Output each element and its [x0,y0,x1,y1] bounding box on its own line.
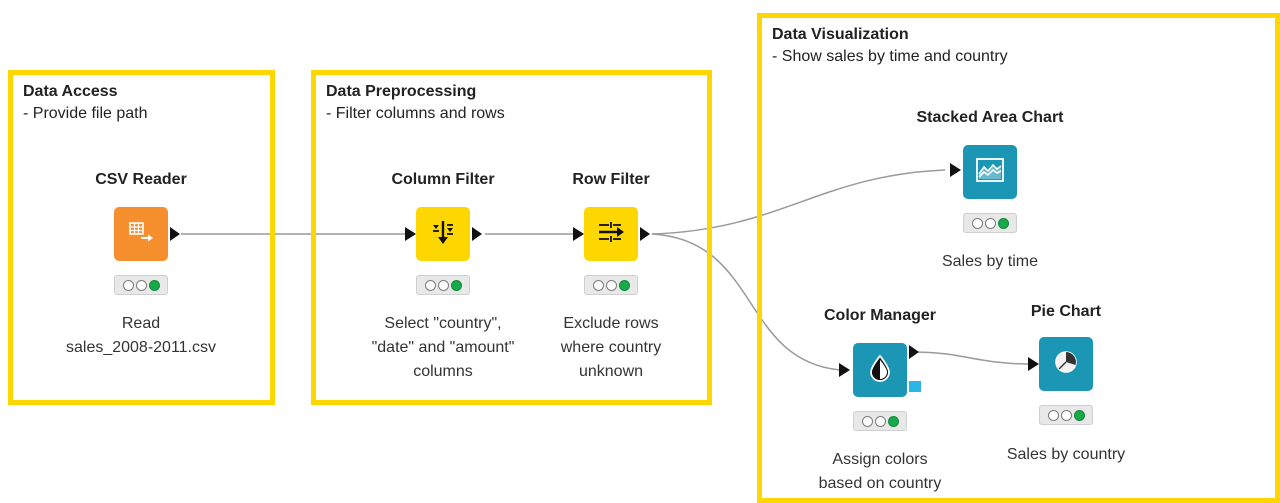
node-description: Sales by time [890,250,1090,274]
output-port[interactable] [909,345,919,359]
pie-chart-icon [1053,349,1079,380]
status-dot-yellow [135,279,147,291]
node-icon-box[interactable] [114,207,168,261]
input-port-row-filter [573,227,584,241]
status-dot-red [424,279,436,291]
node-icon-box[interactable] [416,207,470,261]
status-dot-yellow [984,217,996,229]
table-arrow-icon [128,220,154,249]
desc-line: columns [413,363,473,380]
output-port[interactable] [640,227,650,241]
node-status-traffic-light [584,275,638,295]
status-dot-red [861,415,873,427]
node-description: Assign colors based on country [780,448,980,496]
node-icon-box[interactable] [1039,337,1093,391]
annotation-subtitle: - Show sales by time and country [772,48,1008,65]
status-dot-green [450,279,462,291]
desc-line: Sales by time [941,253,1039,270]
status-dot-green [997,217,1009,229]
output-port[interactable] [170,227,180,241]
output-port[interactable] [472,227,482,241]
desc-line: Sales by country [1006,446,1126,463]
node-icon-box[interactable] [853,343,907,397]
annotation-data-preprocessing: Data Preprocessing - Filter columns and … [311,70,712,405]
status-dot-yellow [874,415,886,427]
status-dot-yellow [1060,409,1072,421]
row-filter-icon [596,219,626,250]
desc-line: based on country [818,475,942,492]
status-dot-red [122,279,134,291]
status-dot-yellow [437,279,449,291]
column-filter-icon [429,218,457,251]
status-dot-red [971,217,983,229]
node-description: Exclude rows where country unknown [511,312,711,384]
desc-line: "date" and "amount" [371,339,515,356]
node-description: Read sales_2008-2011.csv [41,312,241,360]
node-status-traffic-light [416,275,470,295]
color-drop-icon [867,354,893,387]
annotation-title: Data Visualization [772,26,909,43]
node-status-traffic-light [114,275,168,295]
status-dot-red [592,279,604,291]
area-chart-icon [975,157,1005,188]
node-name: Stacked Area Chart [916,109,1064,126]
node-status-traffic-light [853,411,907,431]
desc-line: Read [121,315,161,332]
node-name: CSV Reader [95,171,187,188]
annotation-title: Data Access [23,83,118,100]
node-icon-box[interactable] [584,207,638,261]
status-dot-red [1047,409,1059,421]
annotation-title: Data Preprocessing [326,83,477,100]
desc-line: Select "country", [384,315,502,332]
status-dot-green [618,279,630,291]
status-dot-green [148,279,160,291]
desc-line: unknown [578,363,644,380]
desc-line: Assign colors [832,451,928,468]
connection-row-filter-to-stacked-area[interactable] [651,169,946,235]
annotation-data-access: Data Access - Provide file path [8,70,275,405]
input-port-stacked-area [950,163,961,177]
node-name: Color Manager [823,307,936,324]
desc-line: where country [560,339,662,356]
status-dot-yellow [605,279,617,291]
input-port-pie-chart [1028,357,1039,371]
node-icon-box[interactable] [963,145,1017,199]
input-port-column-filter [405,227,416,241]
annotation-subtitle: - Provide file path [23,105,148,122]
connection-row-filter-to-color-manager[interactable] [651,233,841,371]
connection-color-manager-to-pie-chart[interactable] [915,351,1031,365]
node-status-traffic-light [1039,405,1093,425]
desc-line: Exclude rows [563,315,659,332]
node-description: Sales by country [966,443,1166,467]
node-name: Column Filter [391,171,495,188]
node-status-traffic-light [963,213,1017,233]
node-name: Row Filter [572,171,650,188]
node-description: Select "country", "date" and "amount" co… [343,312,543,384]
color-model-port[interactable] [909,381,921,392]
annotation-subtitle: - Filter columns and rows [326,105,505,122]
node-name: Pie Chart [1030,303,1102,320]
desc-line: sales_2008-2011.csv [65,339,217,356]
status-dot-green [1073,409,1085,421]
status-dot-green [887,415,899,427]
input-port-color-manager [839,363,850,377]
